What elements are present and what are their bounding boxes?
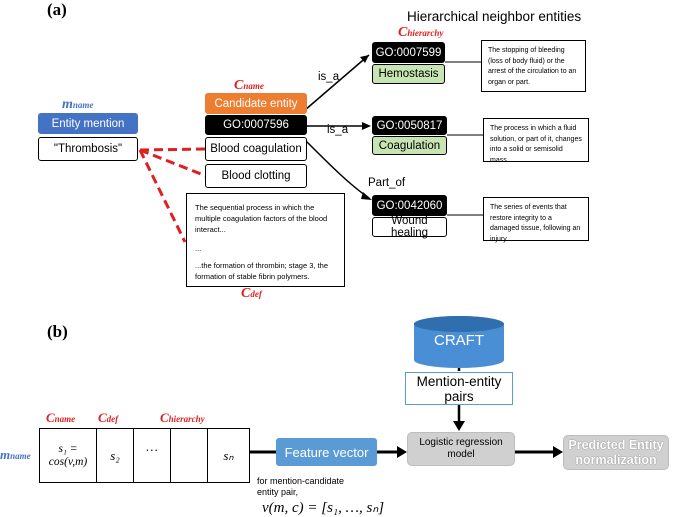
definition-line-1: The sequential process in which the mult… [195,203,328,234]
panel-a-label: (a) [47,0,67,19]
row-m-name: mname [0,447,31,462]
predicted-normalization-box: Predicted Entity normalization [563,435,669,470]
m-name-label: mname [62,97,94,112]
logistic-regression-box: Logistic regression model [407,432,515,466]
cell-empty [171,429,208,482]
cell-sn: sₙ [223,447,234,463]
hierarchical-neighbors-title: Hierarchical neighbor entities [407,9,582,24]
definition-line-2: ... [195,244,202,253]
neighbor-1-id: GO:0007599 [372,42,445,63]
cell-dots: … [134,429,171,482]
feature-vector-box: Feature vector [276,438,377,466]
cell-s1-line1: s₁ = [58,442,78,455]
relation-part-of: Part_of [368,177,406,189]
pair-note: for mention-candidate entity pair, [257,476,345,497]
panel-b-label: (b) [47,322,68,341]
definition-scroll: The sequential process in which the mult… [186,193,345,287]
neighbor-2-id: GO:0050817 [372,116,447,135]
feature-formula: v(m, c) = [s₁, …, sₙ] [262,500,385,516]
synonym-blood-coagulation: Blood coagulation [205,137,307,161]
c-def-label: Cdef [241,286,262,301]
synonym-blood-clotting: Blood clotting [205,164,307,188]
entity-mention-box: Entity mention [38,113,138,134]
neighbor-3-desc: The series of events that restore integr… [483,197,589,243]
candidate-entity-header: Candidate entity [205,93,307,114]
relation-is-a-2: is_a [327,124,349,136]
feature-table: s₁ = cos(v,m) s₂ … sₙ [39,428,250,483]
neighbor-3-name: Wound healing [372,215,447,239]
c-hierarchy-label: Chierarchy [398,25,444,40]
cell-s1: s₁ = cos(v,m) [40,429,97,482]
relation-is-a-1: is_a [318,71,340,83]
neighbor-2-desc: The process in which a fluid solution, o… [483,118,589,164]
cell-s2: s₂ [97,429,134,482]
craft-database: CRAFT [434,332,484,349]
neighbor-2-name: Coagulation [372,136,447,155]
neighbor-1-name: Hemostasis [372,64,445,84]
definition-line-3: ...the formation of thrombin; stage 3, t… [195,261,328,281]
thrombosis-mention-box: "Thrombosis" [38,137,138,161]
c-name-label: Cname [234,78,264,93]
header-c-def: Cdef [98,410,119,425]
neighbor-3-id: GO:0042060 [372,195,447,216]
header-c-name: Cname [46,410,76,425]
neighbor-1-desc: The stopping of bleeding (loss of body f… [481,40,586,92]
header-c-hierarchy: Chierarchy [160,410,205,425]
cell-s1-line2: cos(v,m) [48,455,88,468]
mention-entity-pairs-box: Mention-entity pairs [405,372,513,405]
candidate-entity-id: GO:0007596 [205,115,307,135]
